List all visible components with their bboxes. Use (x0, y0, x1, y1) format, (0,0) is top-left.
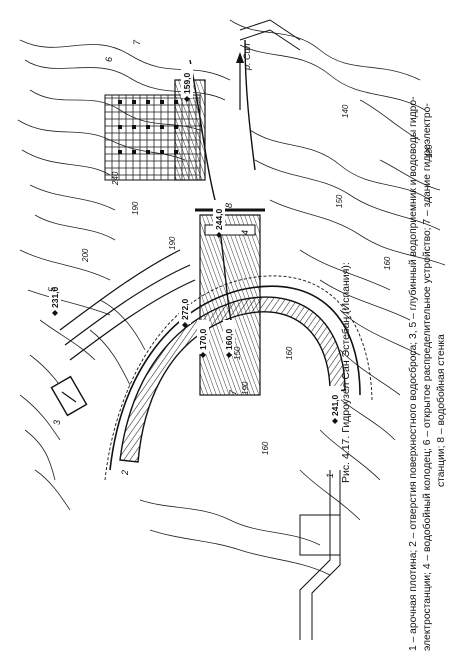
elevation-mark: 241,0 (329, 386, 341, 424)
contour-label: 160 (261, 441, 270, 455)
intake-tower (50, 375, 88, 417)
callout-number: 2 (120, 470, 130, 476)
penstocks (59, 249, 196, 361)
elevation-mark: 160,0 (223, 320, 235, 358)
contour-label: 190 (131, 201, 140, 215)
contour-label: 150 (233, 346, 242, 360)
callout-number: 7 (132, 39, 142, 45)
elevation-value: 160,0 (224, 328, 234, 350)
contour-label: 140 (341, 104, 350, 118)
contour-label: 240 (111, 171, 120, 186)
river-flow-label: р. Сил (242, 43, 252, 71)
callout-number: 8 (224, 203, 234, 208)
callout-number: 5 (47, 286, 57, 292)
elevation-value: 272,0 (180, 298, 190, 320)
elevation-mark: 159,0 (181, 64, 193, 102)
contour-label: 180 (425, 144, 434, 158)
elevation-value: 231,0 (50, 286, 60, 308)
elevation-mark: 231,0 (49, 278, 61, 316)
elevation-mark: 170,0 (197, 320, 209, 358)
callout-number: 7 (228, 389, 238, 395)
elevation-value: 159,0 (182, 72, 192, 94)
callout-number: 1 (325, 473, 335, 478)
contour-label: 160 (383, 256, 392, 270)
caption-line: станции; 8 – водобойная стенка (436, 334, 447, 487)
elevation-mark: 272,0 (179, 290, 191, 328)
caption-line: 1 – арочная плотина; 2 – отверстия повер… (408, 96, 419, 651)
figure-caption: Рис. 4.17. Гидроузел Сан Эстебан (Испани… (330, 0, 450, 655)
caption-title: Рис. 4.17. Гидроузел Сан Эстебан (Испани… (340, 262, 352, 483)
elevation-mark: 244,0 (213, 200, 225, 238)
elevation-value: 241,0 (330, 394, 340, 416)
flow-arrow (236, 52, 244, 110)
contour-label: 150 (335, 194, 344, 208)
callout-number: 6 (104, 57, 114, 62)
terrain-contours (17, 19, 446, 576)
callout-number: 4 (240, 230, 250, 235)
road-bridge (299, 514, 341, 556)
contour-label: 190 (241, 381, 250, 395)
callout-number: 3 (52, 420, 62, 425)
contour-label: 190 (168, 236, 177, 250)
caption-line: электростанции; 4 – водобойный колодец; … (422, 103, 433, 651)
elevation-value: 170,0 (198, 328, 208, 350)
contour-label: 200 (81, 248, 90, 263)
arch-dam (104, 275, 373, 481)
elevation-value: 244,0 (214, 208, 224, 230)
contour-label: 160 (285, 346, 294, 360)
